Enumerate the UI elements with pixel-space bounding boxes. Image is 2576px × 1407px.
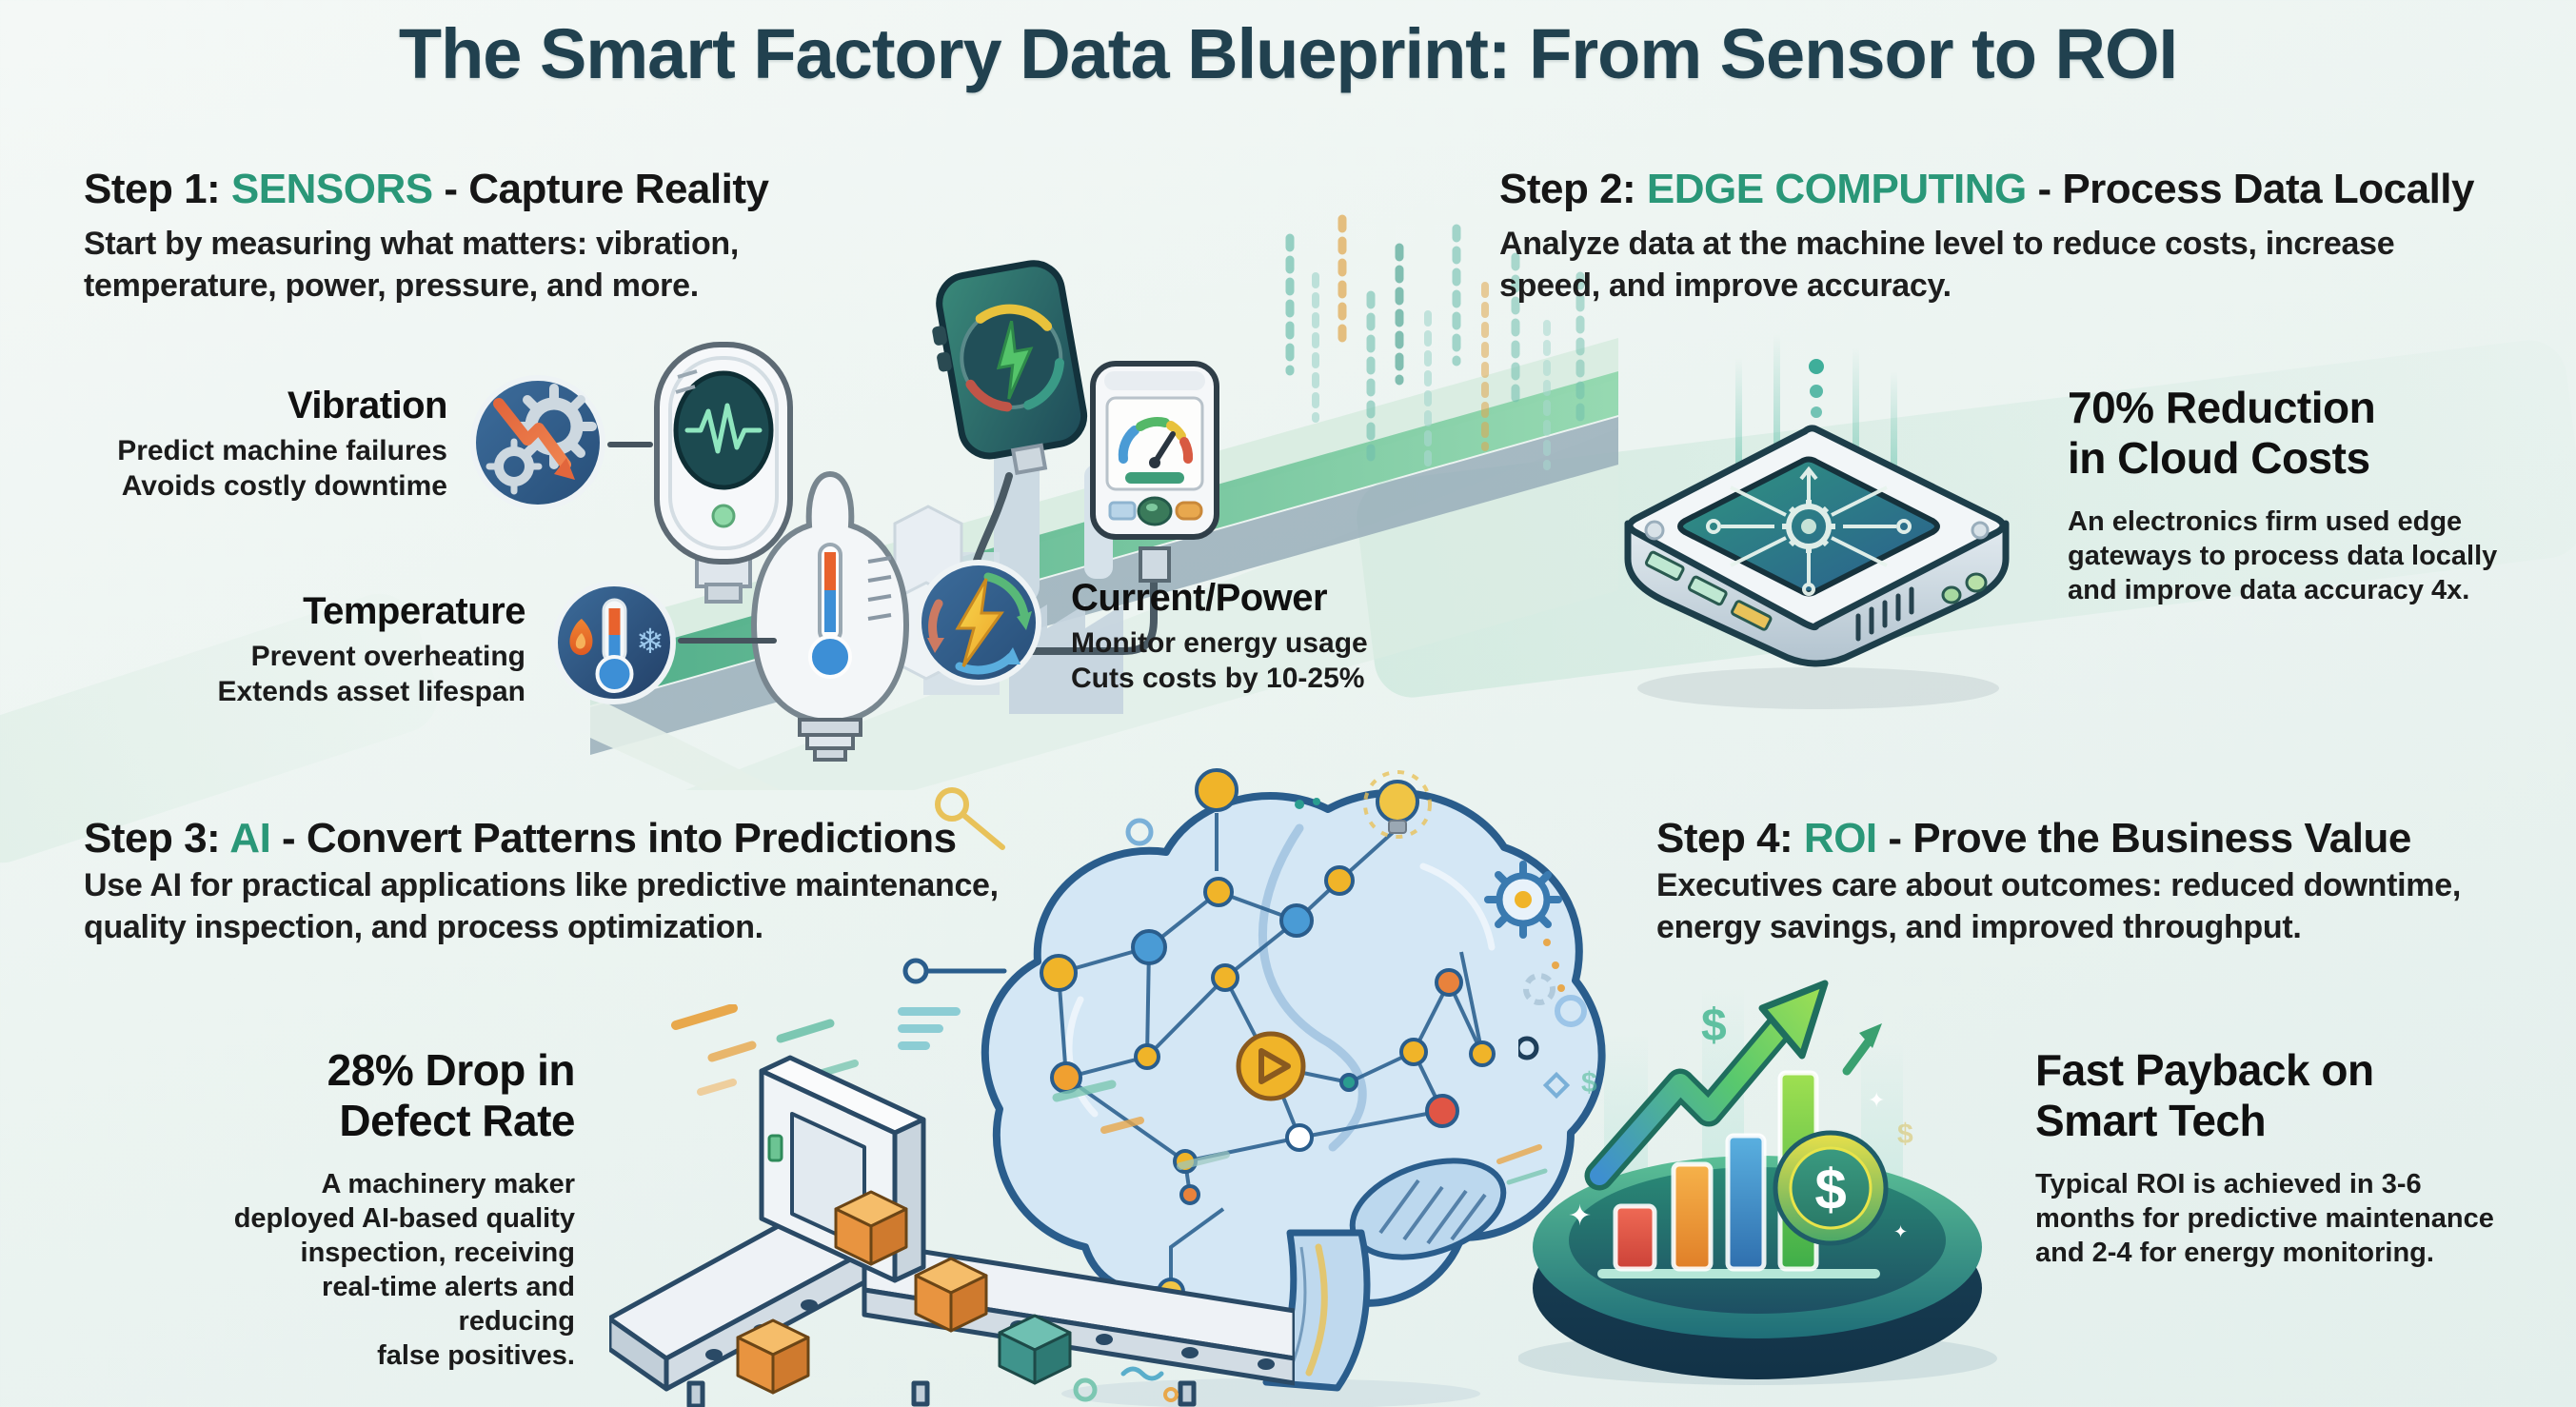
- conveyor-decor: [1073, 1366, 1179, 1402]
- sensor-scene-illustration: [590, 214, 1618, 790]
- svg-text:$: $: [1897, 1119, 1913, 1150]
- svg-text:✦: ✦: [1893, 1222, 1908, 1242]
- bulb-thermometer-device: [750, 470, 910, 762]
- step3-heading: Step 3: AI - Convert Patterns into Predi…: [84, 815, 957, 862]
- conveyor-illustration: [609, 1004, 1295, 1407]
- step1-heading-suffix: - Capture Reality: [432, 166, 769, 212]
- step2-stat-title: 70% Reduction in Cloud Costs: [2068, 383, 2376, 483]
- lightbulb-icon: [1363, 770, 1432, 839]
- data-streaks: [1735, 333, 1897, 486]
- lightning-bolt-icon: [955, 578, 1004, 667]
- box-teal: [998, 1314, 1072, 1385]
- svg-text:$: $: [1581, 1067, 1597, 1099]
- circuit-traces: [1706, 466, 1912, 596]
- vibration-sensor-device: [654, 342, 793, 604]
- step2-heading-keyword: EDGE COMPUTING: [1646, 166, 2027, 212]
- box-orange-3: [736, 1318, 810, 1395]
- feature-vibration-title: Vibration: [287, 385, 448, 426]
- lightning-cycle-icon: [916, 560, 1041, 685]
- step1-heading-prefix: Step 1:: [84, 166, 231, 212]
- step4-heading-keyword: ROI: [1803, 815, 1877, 862]
- connector-temperature: [678, 638, 777, 644]
- step4-heading-suffix: - Prove the Business Value: [1876, 815, 2411, 862]
- sparkles: ✦ ✦ ✦: [1568, 1089, 1908, 1242]
- ai-brain-illustration: [898, 768, 1606, 1407]
- roi-chart-illustration: $ $ $ $ ✦ ✦ ✦: [1518, 973, 1997, 1385]
- conveyor-boxes: [736, 1190, 1072, 1395]
- step2-heading-prefix: Step 2:: [1499, 166, 1647, 212]
- energy-gateway-device: [932, 260, 1088, 475]
- gear-decoration-icon: [1484, 861, 1565, 992]
- feature-vibration: Vibration Predict machine failures Avoid…: [86, 385, 447, 504]
- step4-subtitle: Executives care about outcomes: reduced …: [1656, 867, 2461, 945]
- bar-orange: [1671, 1161, 1714, 1272]
- step2-subtitle: Analyze data at the machine level to red…: [1499, 226, 2395, 304]
- svg-text:✦: ✦: [1868, 1089, 1885, 1113]
- connector-vibration: [607, 442, 653, 447]
- step1-subtitle: Start by measuring what matters: vibrati…: [84, 226, 740, 304]
- dollar-coin-icon: $: [1773, 1130, 1889, 1246]
- play-button-icon: [1236, 1031, 1306, 1101]
- step2-heading: Step 2: EDGE COMPUTING - Process Data Lo…: [1499, 166, 2474, 213]
- feature-temperature-body: Prevent overheating Extends asset lifesp…: [217, 641, 525, 707]
- feature-temperature: Temperature Prevent overheating Extends …: [133, 590, 526, 709]
- speed-dashes: [671, 1004, 1230, 1170]
- snowflake-icon: ❄: [636, 622, 664, 661]
- step4-heading: Step 4: ROI - Prove the Business Value: [1656, 815, 2411, 862]
- feature-vibration-body: Predict machine failures Avoids costly d…: [117, 435, 447, 502]
- gear-downtrend-icon: [470, 375, 605, 510]
- step3-stat-body: A machinery maker deployed AI-based qual…: [233, 1169, 575, 1371]
- gateway-ports: [1644, 550, 1773, 631]
- feature-power: Current/Power Monitor energy usage Cuts …: [1071, 577, 1566, 696]
- step3-heading-prefix: Step 3:: [84, 815, 230, 862]
- brain-decorations-right: [1496, 995, 1587, 1185]
- step4-heading-prefix: Step 4:: [1656, 815, 1804, 862]
- small-arrow-icon: [1842, 1023, 1882, 1076]
- step1-heading-keyword: SENSORS: [230, 166, 433, 212]
- thermometer-icon: [595, 598, 634, 693]
- step3-subtitle: Use AI for practical applications like p…: [84, 867, 999, 945]
- data-stream-dots: [1285, 214, 1585, 470]
- flame-icon: [569, 619, 593, 656]
- step4-stat-title: Fast Payback on Smart Tech: [2035, 1045, 2374, 1145]
- edge-gateway-illustration: [1624, 333, 2010, 709]
- thermometer-flame-snowflake-icon: ❄: [552, 581, 676, 704]
- svg-text:✦: ✦: [1568, 1199, 1592, 1233]
- brain-decorations-left: [898, 787, 1154, 1334]
- dollar-icon: $: [1814, 1158, 1846, 1221]
- feature-power-body: Monitor energy usage Cuts costs by 10-25…: [1071, 627, 1368, 694]
- feature-power-title: Current/Power: [1071, 577, 1328, 619]
- step1-heading: Step 1: SENSORS - Capture Reality: [84, 166, 769, 213]
- feature-temperature-title: Temperature: [303, 590, 525, 632]
- step3-stat-title: 28% Drop in Defect Rate: [327, 1045, 576, 1145]
- box-orange-2: [914, 1257, 988, 1333]
- floating-dollars: $ $ $: [1581, 1001, 1913, 1150]
- power-meter-device: [1090, 361, 1219, 583]
- box-orange-1: [834, 1190, 908, 1266]
- bar-blue: [1725, 1133, 1767, 1272]
- step3-heading-keyword: AI: [229, 815, 271, 862]
- bar-red: [1613, 1203, 1657, 1272]
- step2-heading-suffix: - Process Data Locally: [2026, 166, 2474, 212]
- step4-stat-body: Typical ROI is achieved in 3-6 months fo…: [2035, 1169, 2494, 1268]
- svg-text:$: $: [1701, 1001, 1727, 1051]
- gateway-leds: [1941, 572, 1988, 604]
- gateway-vents: [1855, 586, 1914, 642]
- step2-stat-body: An electronics firm used edge gateways t…: [2068, 506, 2498, 605]
- cycle-arrows-icon: [927, 572, 1032, 675]
- growth-arrow-icon: [1584, 980, 1829, 1191]
- page-title: The Smart Factory Data Blueprint: From S…: [398, 14, 2178, 93]
- step3-heading-suffix: - Convert Patterns into Predictions: [270, 815, 957, 862]
